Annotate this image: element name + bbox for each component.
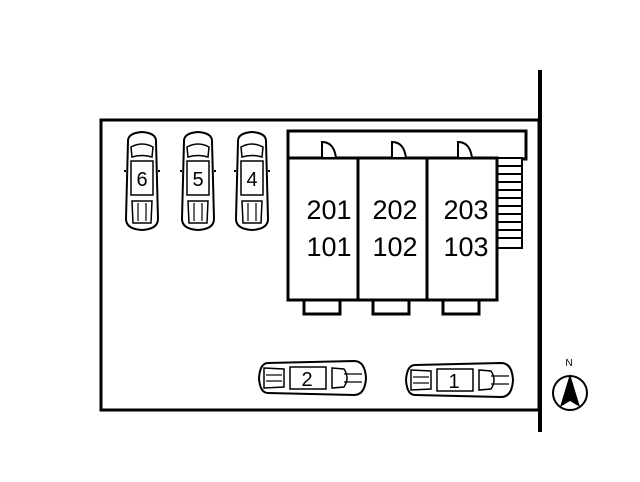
- car-icon: [257, 359, 368, 397]
- north-arrow-icon: [560, 374, 580, 407]
- unit-c-upper-label: 203: [443, 195, 488, 225]
- parking-space-1: 1: [404, 361, 515, 399]
- unit-a-lower-label: 101: [306, 232, 351, 262]
- north-label: N: [565, 358, 572, 369]
- car-icon: [124, 130, 160, 232]
- parking-label-1: 1: [448, 371, 459, 393]
- parking-space-6: 6: [124, 130, 160, 232]
- unit-c-box: [425, 156, 499, 302]
- unit-c: 203 103: [425, 140, 499, 316]
- unit-b-upper-label: 202: [372, 195, 417, 225]
- unit-b-door-icon: [391, 140, 408, 159]
- unit-a-door-icon: [321, 140, 338, 159]
- unit-a-box: [286, 156, 360, 302]
- unit-b-box: [356, 156, 429, 302]
- car-icon: [180, 130, 216, 232]
- car-icon: [234, 130, 270, 232]
- parking-space-2: 2: [257, 359, 368, 397]
- unit-a: 201 101: [286, 140, 360, 316]
- parking-label-4: 4: [246, 169, 257, 191]
- unit-b-lower-label: 102: [372, 232, 417, 262]
- unit-b-balcony: [371, 298, 411, 316]
- parking-space-5: 5: [180, 130, 216, 232]
- parking-label-6: 6: [136, 169, 147, 191]
- unit-c-balcony: [441, 298, 481, 316]
- parking-label-5: 5: [192, 169, 203, 191]
- parking-space-4: 4: [234, 130, 270, 232]
- unit-c-lower-label: 103: [443, 232, 488, 262]
- unit-a-upper-label: 201: [306, 195, 351, 225]
- unit-a-balcony: [302, 298, 342, 316]
- unit-c-door-icon: [457, 140, 474, 159]
- car-icon: [404, 361, 515, 399]
- north-compass: N: [552, 358, 588, 411]
- parking-label-2: 2: [301, 369, 312, 391]
- staircase: [496, 157, 523, 249]
- unit-b: 202 102: [356, 140, 429, 316]
